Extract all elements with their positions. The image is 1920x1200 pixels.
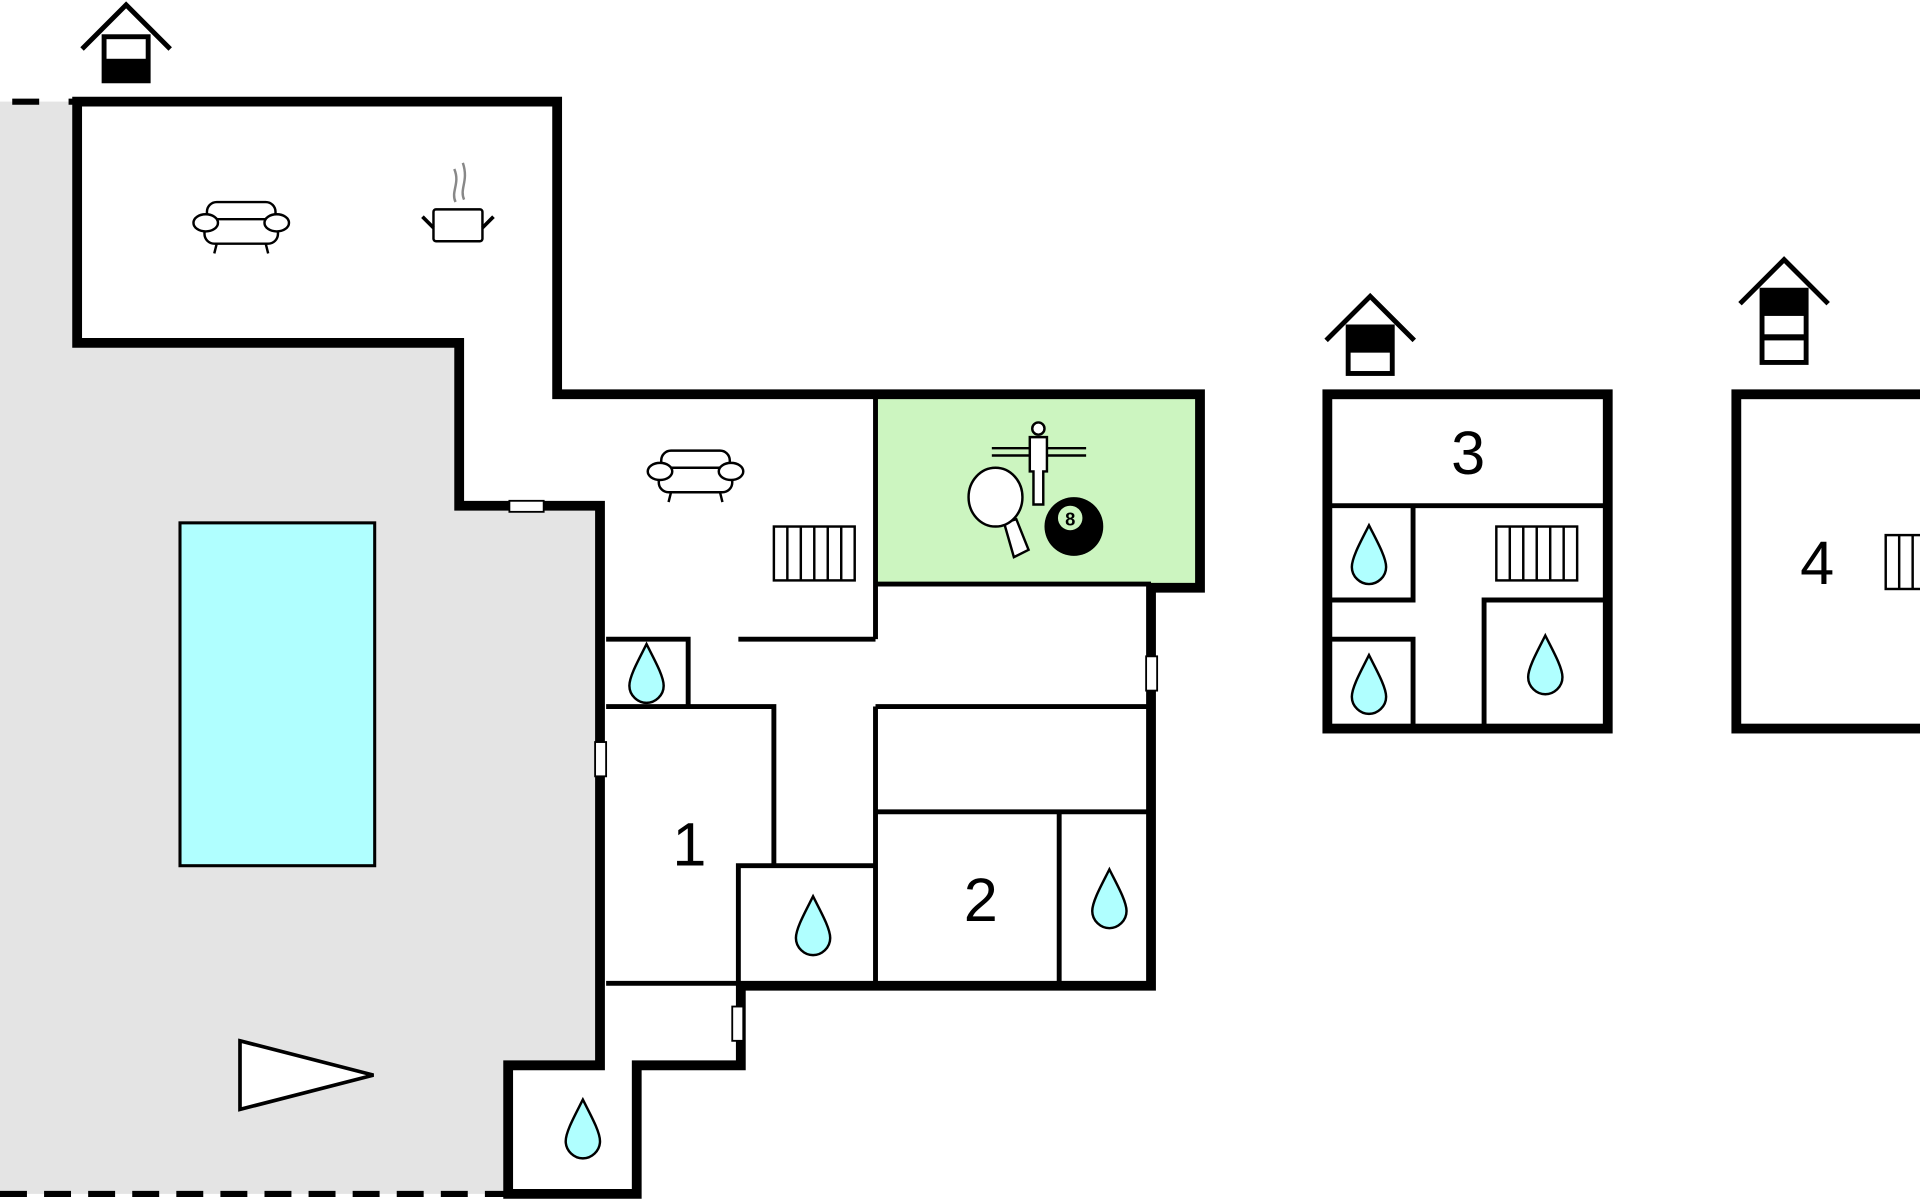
first-floor-icon (1324, 292, 1417, 376)
water-drop-icon (1350, 653, 1388, 716)
kitchen-pot-icon (421, 162, 495, 243)
stairs-icon (772, 525, 856, 582)
door (508, 499, 545, 513)
interior-walls (606, 394, 1152, 986)
water-drop-icon (1091, 868, 1128, 930)
door (731, 1005, 745, 1042)
water-drop-icon (794, 895, 832, 957)
swimming-pool (178, 521, 377, 868)
room-label-3: 3 (1451, 419, 1485, 487)
ground-floor-walls (72, 96, 1205, 1199)
sofa-icon (646, 449, 745, 504)
north-arrow-icon (238, 1038, 374, 1112)
room-label-2: 2 (964, 866, 998, 934)
floor-2-outline (1731, 389, 1920, 734)
water-drop-icon (1350, 524, 1388, 586)
ground-floor-icon (80, 1, 172, 84)
sofa-icon (192, 200, 291, 255)
stairs-icon (1495, 525, 1579, 582)
stairs-icon (1884, 533, 1920, 591)
ping-pong-paddle-icon (967, 466, 1031, 559)
billiard-ball-icon: 8 (1044, 497, 1104, 556)
room-label-4: 4 (1800, 529, 1834, 597)
svg-text:8: 8 (1065, 508, 1075, 529)
water-drop-icon (628, 642, 665, 705)
floor-1-interior-walls (1331, 503, 1605, 725)
room-label-1: 1 (672, 811, 706, 879)
water-drop-icon (1526, 634, 1564, 696)
door (594, 741, 608, 778)
floor-1-outline (1322, 389, 1613, 734)
second-floor-icon (1738, 256, 1830, 365)
foosball-icon (991, 421, 1087, 506)
water-drop-icon (564, 1098, 602, 1160)
door (1145, 655, 1159, 692)
